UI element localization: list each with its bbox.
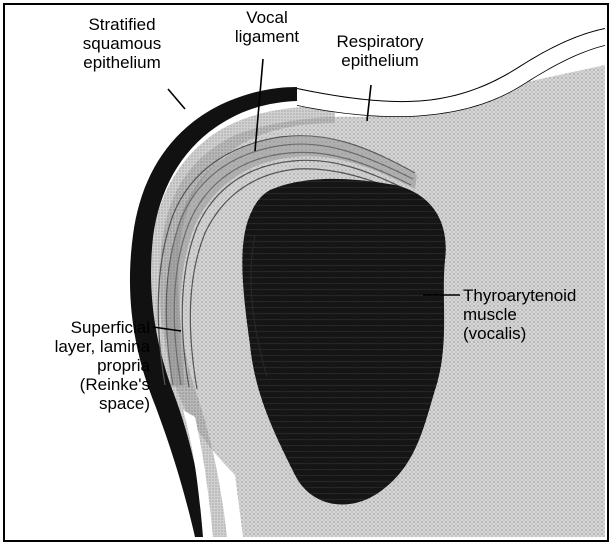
label-line: Superficial xyxy=(15,318,150,337)
label-line: Stratified xyxy=(57,15,187,34)
label-line: (vocalis) xyxy=(463,324,603,343)
label-line: Respiratory xyxy=(315,32,445,51)
label-respiratory-epithelium: Respiratory epithelium xyxy=(315,32,445,70)
vocal-fold-illustration xyxy=(5,5,607,540)
label-line: Vocal xyxy=(227,8,307,27)
label-vocal-ligament: Vocal ligament xyxy=(227,8,307,46)
label-thyroarytenoid-muscle: Thyroarytenoid muscle (vocalis) xyxy=(463,286,603,343)
label-line: epithelium xyxy=(315,51,445,70)
label-line: (Reinke's xyxy=(15,375,150,394)
label-line: epithelium xyxy=(57,53,187,72)
label-superficial-layer: Superficial layer, lamina propria (Reink… xyxy=(15,318,150,413)
label-stratified-squamous-epithelium: Stratified squamous epithelium xyxy=(57,15,187,72)
label-line: propria xyxy=(15,356,150,375)
diagram-frame: Stratified squamous epithelium Vocal lig… xyxy=(3,3,609,542)
label-line: space) xyxy=(15,394,150,413)
label-line: layer, lamina xyxy=(15,337,150,356)
label-line: squamous xyxy=(57,34,187,53)
label-line: Thyroarytenoid xyxy=(463,286,603,305)
label-line: muscle xyxy=(463,305,603,324)
label-line: ligament xyxy=(227,27,307,46)
